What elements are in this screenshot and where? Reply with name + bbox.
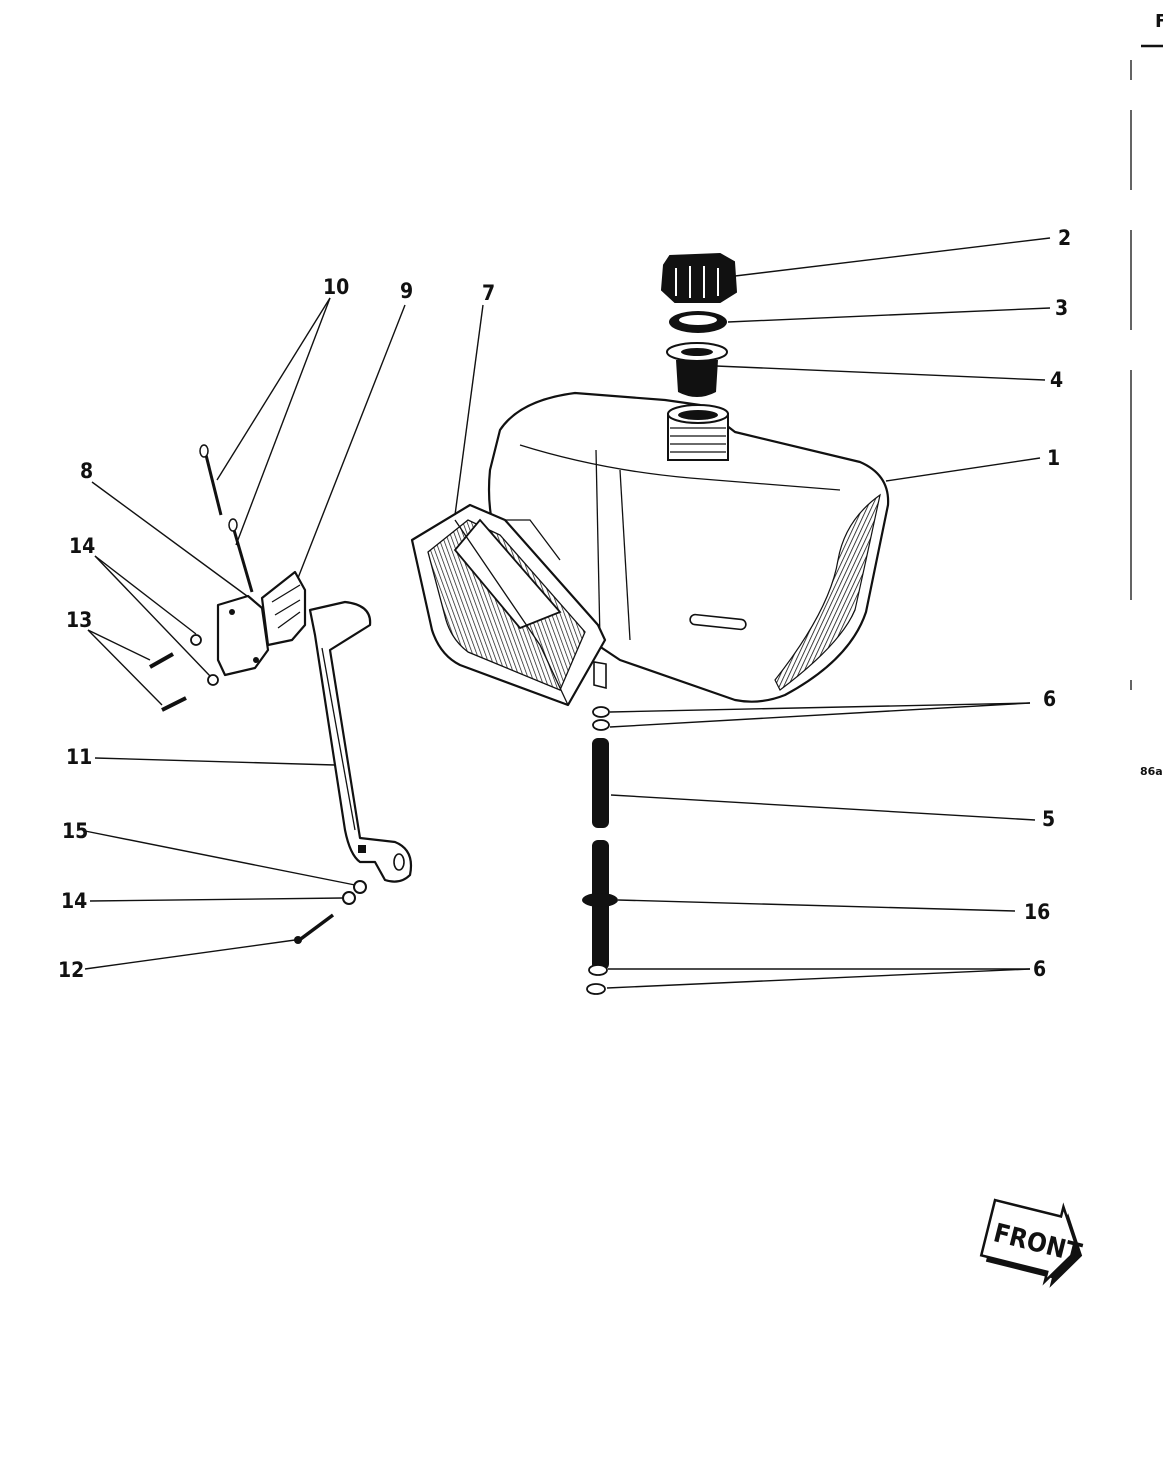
callout-1: 1 — [1047, 446, 1060, 470]
callout-12: 12 — [58, 958, 84, 982]
callout-13: 13 — [66, 608, 92, 632]
callout-15: 15 — [62, 819, 88, 843]
callout-7: 7 — [482, 281, 495, 305]
bolts-and-washers — [149, 634, 367, 944]
mounting-rods — [199, 444, 254, 593]
callout-14-upper: 14 — [69, 534, 95, 558]
corner-letter: F — [1155, 11, 1163, 32]
cap-seal — [669, 311, 727, 333]
callout-5: 5 — [1042, 807, 1055, 831]
hose-clips — [586, 706, 610, 995]
filler-strainer — [666, 342, 728, 397]
page-edge-marks: F 86a — [1130, 11, 1163, 778]
clamp-plate — [216, 594, 270, 677]
callout-14-lower: 14 — [61, 889, 87, 913]
leader-lines — [84, 237, 1051, 989]
callout-9: 9 — [400, 279, 413, 303]
filler-cap — [660, 252, 738, 303]
stay-arm — [308, 600, 413, 883]
callout-2: 2 — [1058, 226, 1071, 250]
callout-16: 16 — [1024, 900, 1050, 924]
callout-6-lower: 6 — [1033, 957, 1046, 981]
callout-8: 8 — [80, 459, 93, 483]
clamp-half — [260, 570, 307, 647]
front-direction-arrow: FRONT — [979, 1198, 1085, 1288]
callout-3: 3 — [1055, 296, 1068, 320]
callout-6-upper: 6 — [1043, 687, 1056, 711]
oil-pipe — [582, 738, 618, 970]
callout-4: 4 — [1050, 368, 1063, 392]
tank-tray — [410, 503, 607, 707]
page-code: 86a — [1140, 765, 1163, 778]
callout-11: 11 — [66, 745, 92, 769]
callout-labels: 1 2 3 4 5 6 6 7 8 9 10 11 12 13 14 14 15… — [58, 226, 1071, 982]
callout-10: 10 — [323, 275, 349, 299]
